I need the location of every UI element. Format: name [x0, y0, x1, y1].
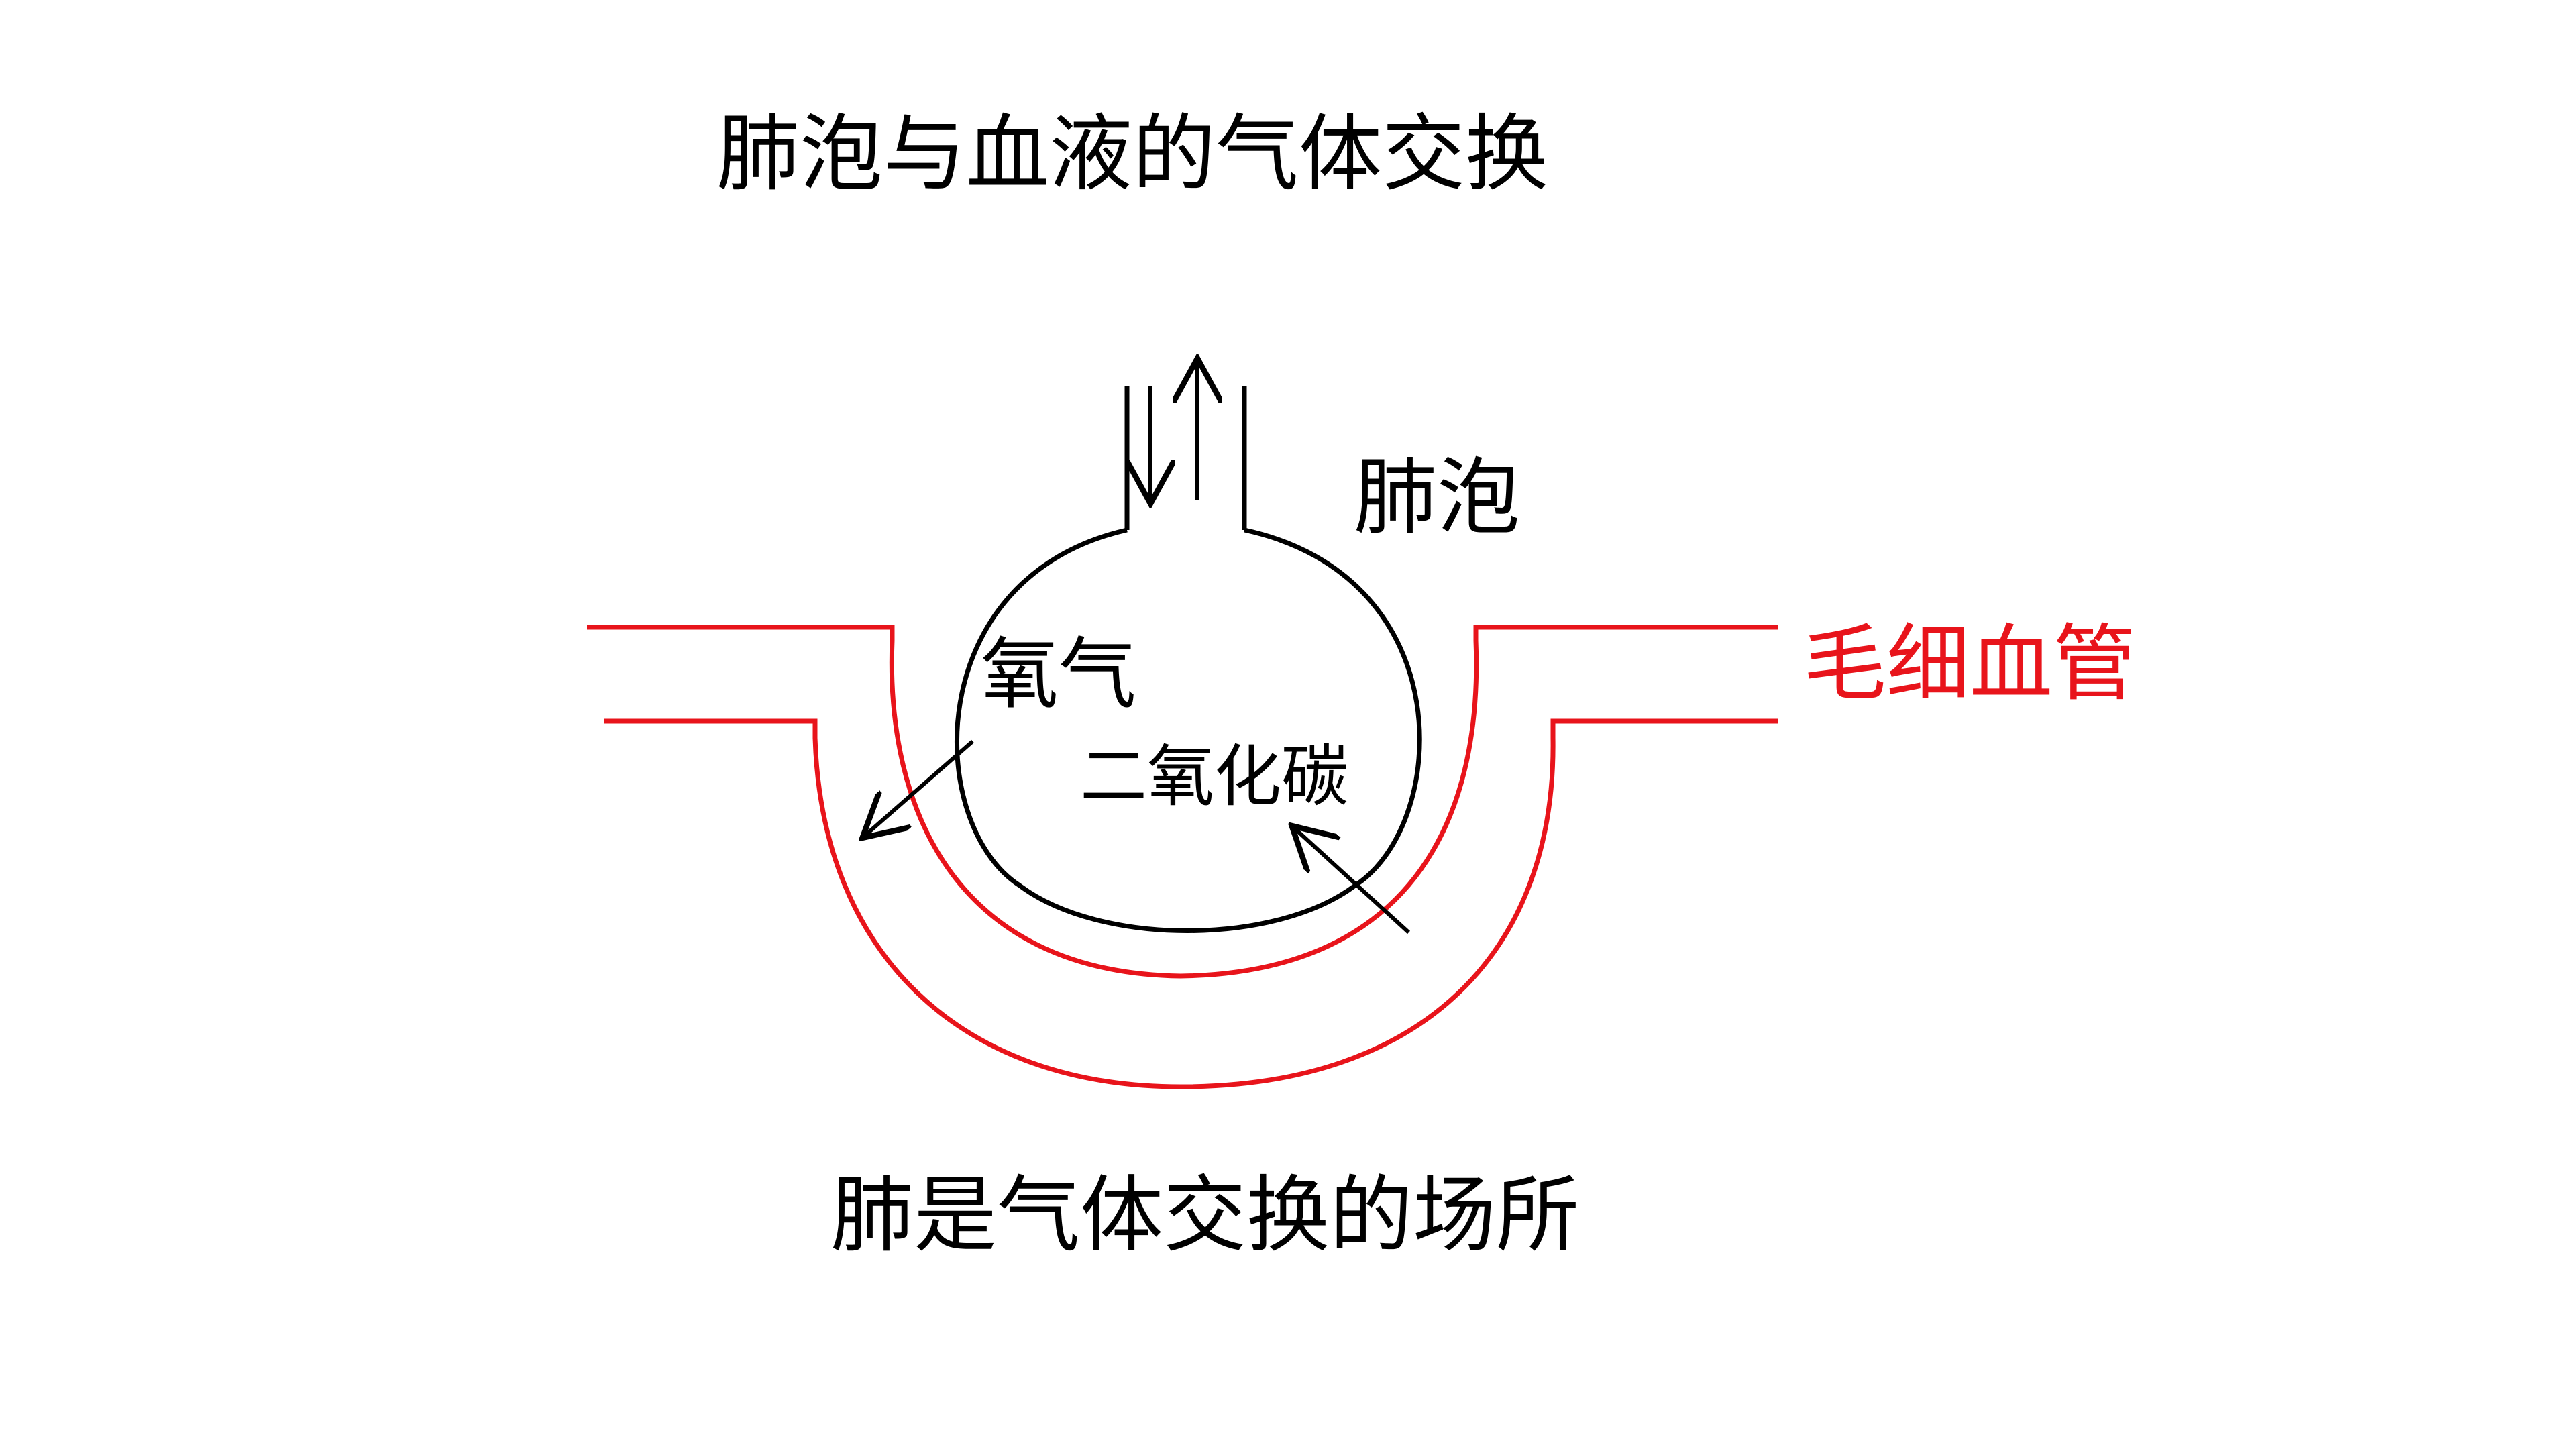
carbon-dioxide-label: 二氧化碳 — [1080, 737, 1348, 816]
capillary-outer-wall — [587, 625, 1778, 979]
capillary-inner-wall — [604, 718, 1778, 1089]
oxygen-arrow — [865, 739, 974, 835]
alveolus-label: 肺泡 — [1354, 449, 1521, 546]
caption: 肺是气体交换的场所 — [830, 1167, 1580, 1264]
capillary-label: 毛细血管 — [1803, 616, 2137, 712]
carbon-dioxide-arrow — [1295, 828, 1411, 934]
alveolus-wall — [955, 527, 1422, 933]
page-title: 肺泡与血液的气体交换 — [716, 106, 1549, 203]
oxygen-label: 氧气 — [981, 629, 1136, 720]
